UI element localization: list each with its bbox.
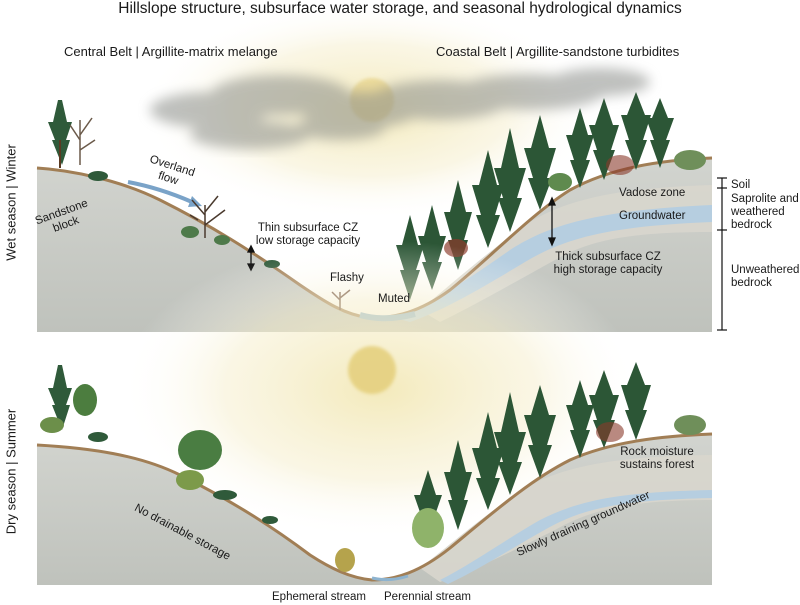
dry-bedrock (37, 434, 712, 585)
page-title: Hillslope structure, subsurface water st… (118, 0, 682, 17)
ephemeral-stream-label: Ephemeral stream (272, 591, 366, 603)
wet-season-label: Wet season | Winter (3, 144, 19, 261)
dry-soil (36, 432, 713, 582)
dry-stream (371, 574, 409, 582)
overland-flow-arrow (127, 180, 193, 204)
dry-left-trees (40, 365, 355, 572)
dry-season-label: Dry season | Summer (3, 408, 19, 535)
dry-panel (36, 240, 713, 585)
dry-groundwater (440, 490, 712, 584)
profile-bracket (717, 177, 727, 331)
muted-label: Muted (378, 293, 410, 305)
dry-right-trees (412, 362, 706, 548)
thick-cz-arrow (548, 196, 556, 247)
central-belt-label: Central Belt | Argillite-matrix melange (64, 44, 278, 59)
dry-sun (348, 346, 396, 394)
coastal-belt-label: Coastal Belt | Argillite-sandstone turbi… (436, 44, 680, 59)
perennial-stream-label: Perennial stream (384, 591, 471, 603)
storm-clouds (150, 68, 650, 149)
overland-flow-arrowhead (188, 196, 202, 207)
flashy-label: Flashy (330, 272, 364, 284)
vadose-zone-label: Vadose zone (619, 187, 686, 199)
groundwater-label: Groundwater (619, 210, 686, 222)
wet-right-trees (396, 92, 706, 300)
soil-label: Soil (731, 179, 751, 191)
